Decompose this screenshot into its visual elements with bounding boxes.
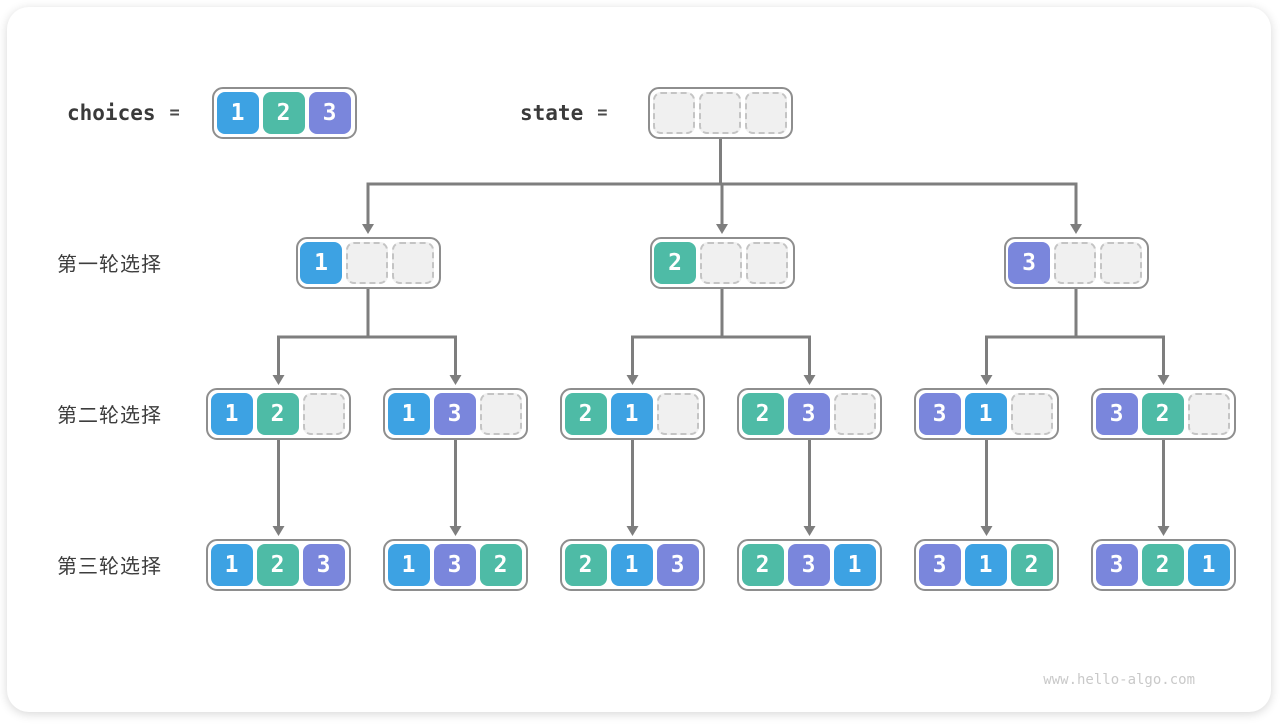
value-cell-2: 2 (1141, 393, 1184, 435)
value-cell-3: 3 (1095, 393, 1138, 435)
empty-cell (1187, 393, 1230, 435)
value-cell-3: 3 (302, 544, 345, 586)
empty-cell (346, 242, 388, 284)
empty-cell (479, 393, 522, 435)
value-cell-1: 1 (210, 393, 253, 435)
empty-cell (302, 393, 345, 435)
choices-label-text: choices (67, 101, 156, 125)
value-cell-3: 3 (433, 393, 476, 435)
empty-cell (1010, 393, 1053, 435)
value-cell-2: 2 (564, 393, 607, 435)
value-cell-1: 1 (610, 393, 653, 435)
value-cell-1: 1 (964, 393, 1007, 435)
value-cell-2: 2 (256, 544, 299, 586)
value-cell-3: 3 (787, 393, 830, 435)
empty-cell (833, 393, 876, 435)
value-cell-2: 2 (256, 393, 299, 435)
empty-cell (744, 92, 787, 134)
tree-connector-arrows (272, 139, 1170, 536)
choices-label: choices = (67, 88, 180, 138)
value-cell-2: 2 (479, 544, 522, 586)
value-cell-3: 3 (1008, 242, 1050, 284)
empty-cell (746, 242, 788, 284)
value-cell-1: 1 (964, 544, 1007, 586)
value-cell-2: 2 (741, 393, 784, 435)
value-cell-3: 3 (787, 544, 830, 586)
watermark-text: www.hello-algo.com (1043, 672, 1195, 688)
tree-node-round1-1: 1 (295, 237, 441, 289)
value-cell-3: 3 (918, 393, 961, 435)
empty-cell (700, 242, 742, 284)
state-array-box (648, 87, 793, 139)
empty-cell (652, 92, 695, 134)
value-cell-1: 1 (833, 544, 876, 586)
empty-cell (392, 242, 434, 284)
state-equals-sign: = (597, 103, 608, 123)
empty-cell (698, 92, 741, 134)
value-cell-3: 3 (308, 92, 351, 134)
value-cell-1: 1 (210, 544, 253, 586)
empty-cell (1100, 242, 1142, 284)
value-cell-2: 2 (1010, 544, 1053, 586)
value-cell-3: 3 (1095, 544, 1138, 586)
value-cell-2: 2 (1141, 544, 1184, 586)
choices-equals-sign: = (169, 103, 180, 123)
value-cell-1: 1 (387, 393, 430, 435)
state-label: state = (520, 88, 607, 138)
value-cell-3: 3 (918, 544, 961, 586)
value-cell-2: 2 (564, 544, 607, 586)
value-cell-2: 2 (741, 544, 784, 586)
state-label-text: state (520, 101, 584, 125)
value-cell-2: 2 (262, 92, 305, 134)
row-label-round-1: 第一轮选择 (57, 253, 162, 276)
value-cell-1: 1 (387, 544, 430, 586)
value-cell-2: 2 (654, 242, 696, 284)
value-cell-1: 1 (1187, 544, 1230, 586)
empty-cell (1054, 242, 1096, 284)
value-cell-1: 1 (216, 92, 259, 134)
empty-cell (656, 393, 699, 435)
tree-node-round1-2: 2 (649, 237, 795, 289)
row-label-round-2: 第二轮选择 (57, 404, 162, 427)
value-cell-1: 1 (610, 544, 653, 586)
value-cell-3: 3 (433, 544, 476, 586)
value-cell-3: 3 (656, 544, 699, 586)
value-cell-1: 1 (300, 242, 342, 284)
tree-node-round1-3: 3 (1003, 237, 1149, 289)
row-label-round-3: 第三轮选择 (57, 555, 162, 578)
